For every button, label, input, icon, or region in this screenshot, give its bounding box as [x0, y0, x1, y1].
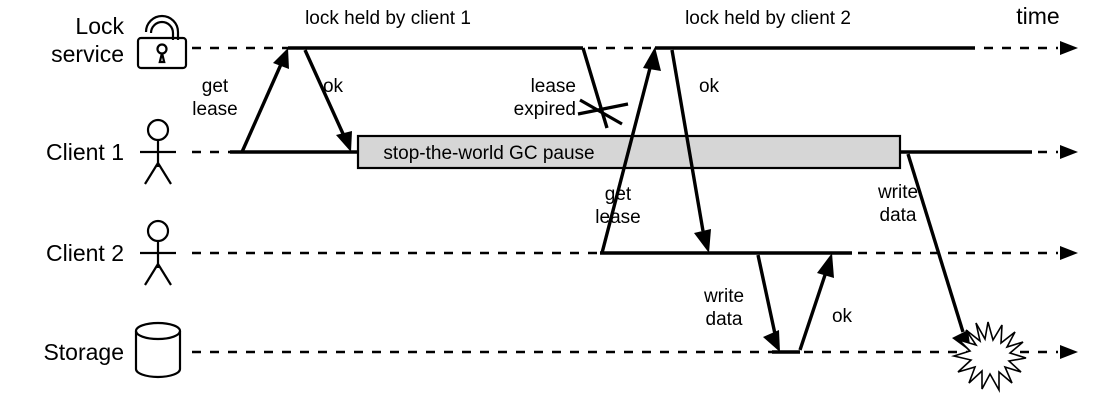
message-label-get-lease-client-2-line1: get — [605, 184, 632, 205]
arrowhead-get-lease-client-2 — [643, 47, 661, 71]
message-arrow-ok-to-client-2 — [670, 49, 711, 253]
message-label-ok-to-client-1: ok — [323, 76, 344, 97]
lane-label-client-2: Client 2 — [46, 240, 124, 266]
write-conflict-burst-icon — [950, 321, 1027, 394]
lane-label-client-1: Client 1 — [46, 139, 124, 165]
lifeline-arrowhead-client-1 — [1060, 145, 1078, 159]
stick-figure-icon-client-1 — [140, 118, 176, 185]
message-label-write-data-client-1-line2: data — [880, 205, 917, 226]
time-axis-label: time — [1016, 3, 1059, 29]
lane-label-client-2-line1: Client 2 — [46, 240, 124, 266]
message-label-get-lease-client-1-line2: lease — [192, 99, 237, 120]
message-arrow-ok-to-client-1 — [303, 49, 352, 152]
arrowhead-ok-to-client-1 — [336, 131, 352, 152]
message-label-get-lease-client-2-line2: lease — [595, 207, 640, 228]
message-label-get-lease-client-1-line1: get — [202, 76, 229, 97]
lifeline-arrowhead-client-2 — [1060, 246, 1078, 260]
database-cylinder-icon — [134, 321, 182, 379]
lane-label-lock-service: Lock service — [51, 13, 124, 67]
message-arrow-ok-from-storage — [798, 253, 834, 351]
lane-label-client-1-line1: Client 1 — [46, 139, 124, 165]
lane-label-lock-service-line1: Lock — [75, 13, 124, 39]
message-label-lease-expired-line1: lease — [531, 76, 576, 97]
message-label-write-data-client-2-line2: data — [706, 309, 743, 330]
lane-label-storage: Storage — [43, 339, 124, 365]
message-label-write-data-client-1-line1: write — [877, 182, 918, 203]
lane-label-lock-service-line2: service — [51, 41, 124, 67]
message-arrow-get-lease-client-2 — [600, 47, 661, 254]
lease-expired-cross-icon — [577, 98, 629, 126]
message-label-lease-expired-line2: expired — [514, 99, 576, 120]
message-arrow-get-lease-client-1 — [240, 48, 289, 153]
message-arrow-lease-expired — [577, 47, 629, 129]
span-label-lock-held-by-client-2: lock held by client 2 — [685, 8, 851, 29]
message-label-ok-from-storage: ok — [832, 306, 853, 327]
lane-label-storage-line1: Storage — [43, 339, 124, 365]
arrowhead-get-lease-client-1 — [273, 48, 289, 69]
message-label-ok-to-client-2: ok — [699, 76, 720, 97]
lifeline-arrowhead-storage — [1060, 345, 1078, 359]
padlock-icon — [136, 14, 188, 70]
arrowhead-ok-to-client-2 — [694, 229, 711, 253]
arrowhead-ok-from-storage — [817, 253, 834, 278]
arrowhead-write-data-client-2 — [763, 330, 780, 352]
message-label-write-data-client-2-line1: write — [703, 286, 744, 307]
lifeline-arrowhead-lock-service — [1060, 41, 1078, 55]
message-arrow-write-data-client-2 — [756, 254, 780, 352]
stop-the-world-gc-pause-label: stop-the-world GC pause — [383, 143, 594, 164]
stick-figure-icon-client-2 — [140, 219, 176, 286]
span-label-lock-held-by-client-1: lock held by client 1 — [305, 8, 471, 29]
